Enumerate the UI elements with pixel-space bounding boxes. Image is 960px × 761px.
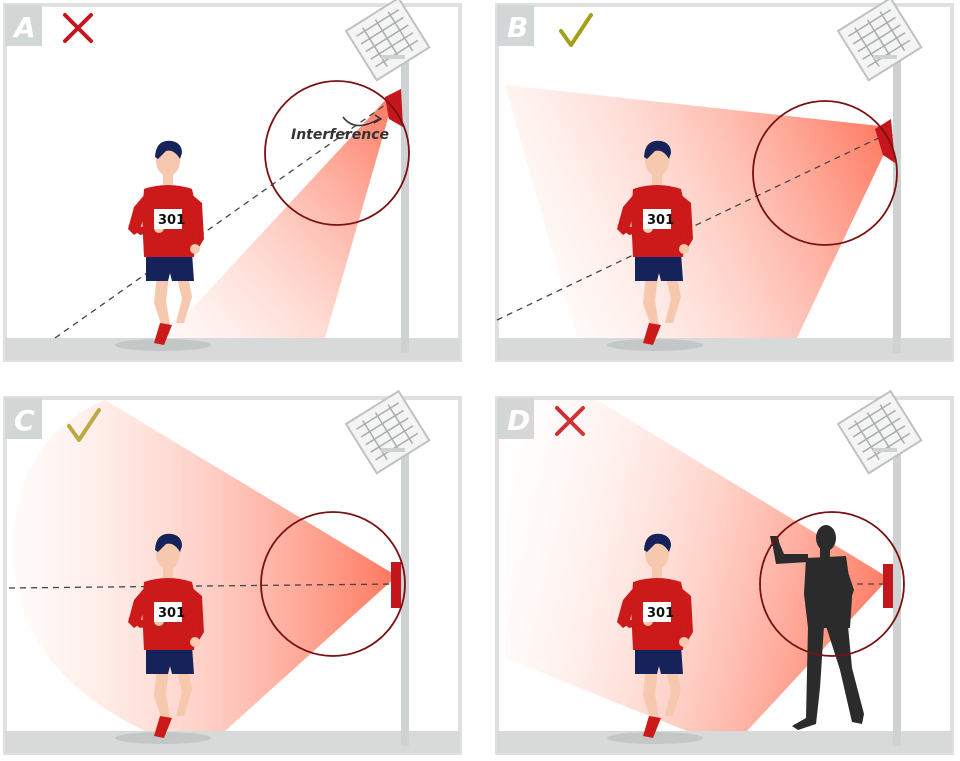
runner-shadow [607,732,703,744]
panel-letter: A [12,11,36,44]
runner: 301 [128,140,204,345]
bib-number: 301 [647,213,674,228]
bib-number: 301 [647,606,674,621]
panel-letter: B [507,11,528,44]
sensor-device [883,564,893,608]
interference-arrow [342,116,380,127]
panel-letter: C [14,404,35,437]
highlight-circle [260,511,406,657]
highlight-circle [759,511,905,657]
sensor-axis [54,104,386,339]
runner: 301 [617,140,693,345]
runner-shadow [607,339,703,351]
panel-c: C 301 [3,390,462,755]
runner: 301 [128,533,204,738]
runner: 301 [617,533,693,738]
panel-a: A Interference 301 [3,0,462,362]
runner-shadow [115,339,211,351]
sensor-beam [165,95,393,338]
interference-label: Interference [291,127,389,143]
blocking-person-silhouette [770,525,864,730]
sensor-beam [505,400,889,731]
bib-number: 301 [158,606,185,621]
bib-number: 301 [158,213,185,228]
sensor-device [391,562,401,608]
panel-d: D 301 [495,390,954,755]
sensor-beam [505,85,893,338]
sensor-device [875,119,895,163]
sensor-axis [8,583,398,589]
panel-b: B 301 [495,0,954,362]
highlight-circle [752,100,898,246]
runner-shadow [115,732,211,744]
highlight-circle [264,80,410,226]
